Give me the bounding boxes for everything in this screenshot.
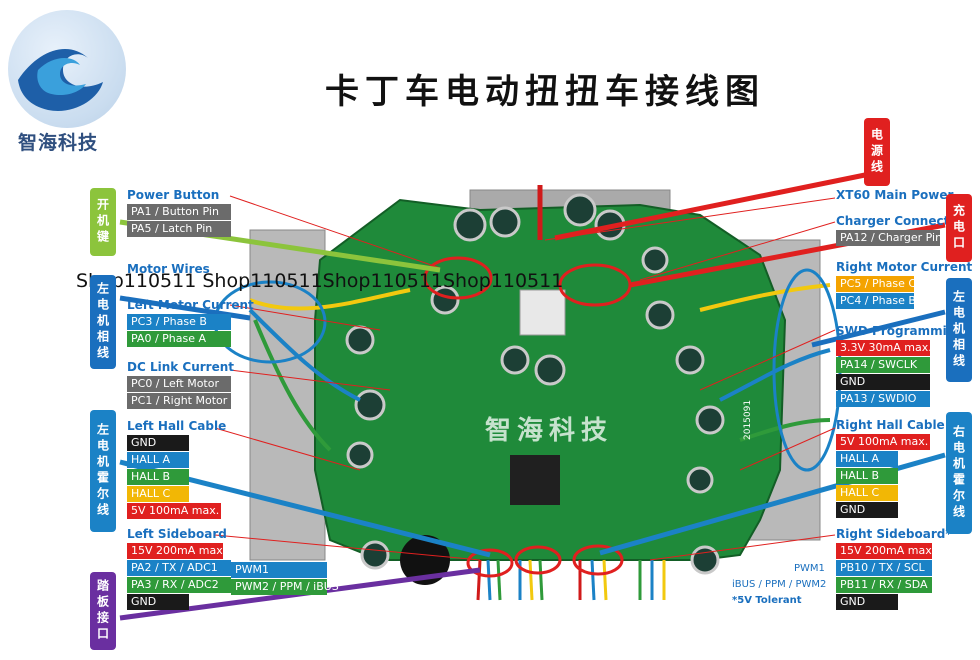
left-hall-pin-4: HALL C bbox=[127, 486, 189, 502]
right-hall-pin-2: HALL A bbox=[836, 451, 898, 467]
right-hall-group: Right Hall Cable 5V 100mA max. HALL A HA… bbox=[836, 418, 945, 518]
right-hall-pin-1: 5V 100mA max. bbox=[836, 434, 930, 450]
tag-switch-key: 开机键 bbox=[90, 188, 116, 256]
buzzer bbox=[400, 535, 450, 585]
tag-right-hall-line: 右电机霍尔线 bbox=[946, 412, 972, 534]
logo-emblem bbox=[8, 10, 126, 128]
right-sideboard-pin-2: PB10 / TX / SCL bbox=[836, 560, 932, 576]
tolerance-note: *5V Tolerant bbox=[732, 595, 802, 606]
page-title: 卡丁车电动扭扭车接线图 bbox=[325, 72, 765, 112]
board-watermark: 智海科技 bbox=[485, 416, 614, 446]
tag-left-hall-line: 左电机霍尔线 bbox=[90, 410, 116, 532]
leader-lines bbox=[214, 195, 836, 561]
swd-pin-4: PA13 / SWDIO bbox=[836, 391, 930, 407]
right-hall-pin-3: HALL B bbox=[836, 468, 898, 484]
right-pwm-1: PWM1 bbox=[794, 563, 825, 574]
right-sideboard-pin-4: GND bbox=[836, 594, 898, 610]
highlight-harness-3 bbox=[572, 544, 624, 576]
right-sideboard-group: Right Sideboard* 15V 200mA max. PB10 / T… bbox=[836, 527, 952, 610]
wire-yellow-right bbox=[699, 283, 831, 312]
dc-link-pin-1: PC0 / Left Motor bbox=[127, 376, 231, 392]
bottom-harness bbox=[476, 559, 666, 601]
right-hall-pin-4: HALL C bbox=[836, 485, 898, 501]
highlight-harness-2 bbox=[514, 545, 562, 575]
left-motor-pin-2: PA0 / Phase A bbox=[127, 331, 231, 347]
left-hall-pin-1: GND bbox=[127, 435, 189, 451]
right-hall-header: Right Hall Cable bbox=[836, 418, 945, 432]
power-button-group: Power Button PA1 / Button Pin PA5 / Latc… bbox=[127, 188, 231, 237]
left-hall-pin-5: 5V 100mA max. bbox=[127, 503, 221, 519]
board-code-mark: 2015091 bbox=[743, 400, 753, 440]
left-sideboard-pin-2: PA2 / TX / ADC1 bbox=[127, 560, 231, 576]
right-motor-current-header: Right Motor Current bbox=[836, 260, 973, 274]
right-pwm-2: iBUS / PPM / PWM2 bbox=[732, 579, 827, 590]
right-sideboard-pin-1: 15V 200mA max. bbox=[836, 543, 935, 559]
right-motor-pin-2: PC4 / Phase B bbox=[836, 293, 916, 309]
left-motor-current-header: Left Motor Current bbox=[127, 298, 254, 312]
power-button-pin-2: PA5 / Latch Pin bbox=[127, 221, 231, 237]
left-sideboard-header: Left Sideboard bbox=[127, 527, 227, 541]
left-sideboard-pin-3: PA3 / RX / ADC2 bbox=[127, 577, 231, 593]
right-motor-pin-1: PC5 / Phase C bbox=[836, 276, 916, 292]
left-hall-pin-2: HALL A bbox=[127, 452, 189, 468]
left-hall-group: Left Hall Cable GND HALL A HALL B HALL C… bbox=[127, 419, 226, 519]
charger-pin-1: PA12 / Charger Pin bbox=[836, 230, 942, 246]
swd-pin-2: PA14 / SWCLK bbox=[836, 357, 930, 373]
swd-pin-1: 3.3V 30mA max. bbox=[836, 340, 932, 356]
right-sideboard-pin-3: PB11 / RX / SDA bbox=[836, 577, 932, 593]
highlight-harness-1 bbox=[466, 548, 514, 578]
left-sideboard-group: Left Sideboard 15V 200mA max. PA2 / TX /… bbox=[127, 527, 231, 610]
tag-left-motor-phase: 左电机相线 bbox=[90, 275, 116, 369]
charger-header: Charger Connector bbox=[836, 214, 964, 228]
tag-charge-port: 充电口 bbox=[946, 194, 972, 262]
wire-yellow-left bbox=[249, 288, 411, 311]
mcu-chip bbox=[510, 455, 560, 505]
right-hall-pin-5: GND bbox=[836, 502, 898, 518]
dc-link-group: DC Link Current PC0 / Left Motor PC1 / R… bbox=[127, 360, 234, 409]
dc-link-pin-2: PC1 / Right Motor bbox=[127, 393, 231, 409]
left-hall-header: Left Hall Cable bbox=[127, 419, 227, 433]
left-hall-pin-3: HALL B bbox=[127, 469, 189, 485]
right-sideboard-header: Right Sideboard* bbox=[836, 527, 952, 541]
xt60-connector bbox=[519, 289, 566, 336]
left-pwm-1: PWM1 bbox=[231, 562, 327, 578]
shop-watermark: Shop110511 Shop110511Shop110511Shop11051… bbox=[76, 270, 564, 292]
logo-text: 智海科技 bbox=[18, 132, 99, 154]
motor-wires-header: Motor Wires bbox=[127, 262, 210, 276]
power-button-pin-1: PA1 / Button Pin bbox=[127, 204, 231, 220]
swd-group: SWD Programming 3.3V 30mA max. PA14 / SW… bbox=[836, 324, 964, 407]
tag-power-line: 电源线 bbox=[864, 118, 890, 186]
tag-right-motor-phase: 左电机相线 bbox=[946, 278, 972, 382]
swd-header: SWD Programming bbox=[836, 324, 964, 338]
swd-pin-3: GND bbox=[836, 374, 930, 390]
dc-link-header: DC Link Current bbox=[127, 360, 235, 374]
left-sideboard-pin-1: 15V 200mA max. bbox=[127, 543, 226, 559]
xt60-header: XT60 Main Power bbox=[836, 188, 954, 202]
wire-blue-left bbox=[248, 308, 361, 402]
left-motor-pin-1: PC3 / Phase B bbox=[127, 314, 231, 330]
wire-green-left bbox=[253, 319, 332, 452]
left-sideboard-pin-4: GND bbox=[127, 594, 189, 610]
charger-group: Charger Connector PA12 / Charger Pin bbox=[836, 214, 963, 246]
left-motor-current-group: Left Motor Current PC3 / Phase B PA0 / P… bbox=[127, 298, 254, 347]
wire-green-right bbox=[739, 418, 831, 442]
right-motor-current-group: Right Motor Current PC5 / Phase C PC4 / … bbox=[836, 260, 972, 309]
tag-pedal-port: 踏板接口 bbox=[90, 572, 116, 650]
highlight-power-button bbox=[423, 256, 493, 300]
power-button-header: Power Button bbox=[127, 188, 220, 202]
left-pwm-2: PWM2 / PPM / iBUS bbox=[231, 579, 339, 595]
